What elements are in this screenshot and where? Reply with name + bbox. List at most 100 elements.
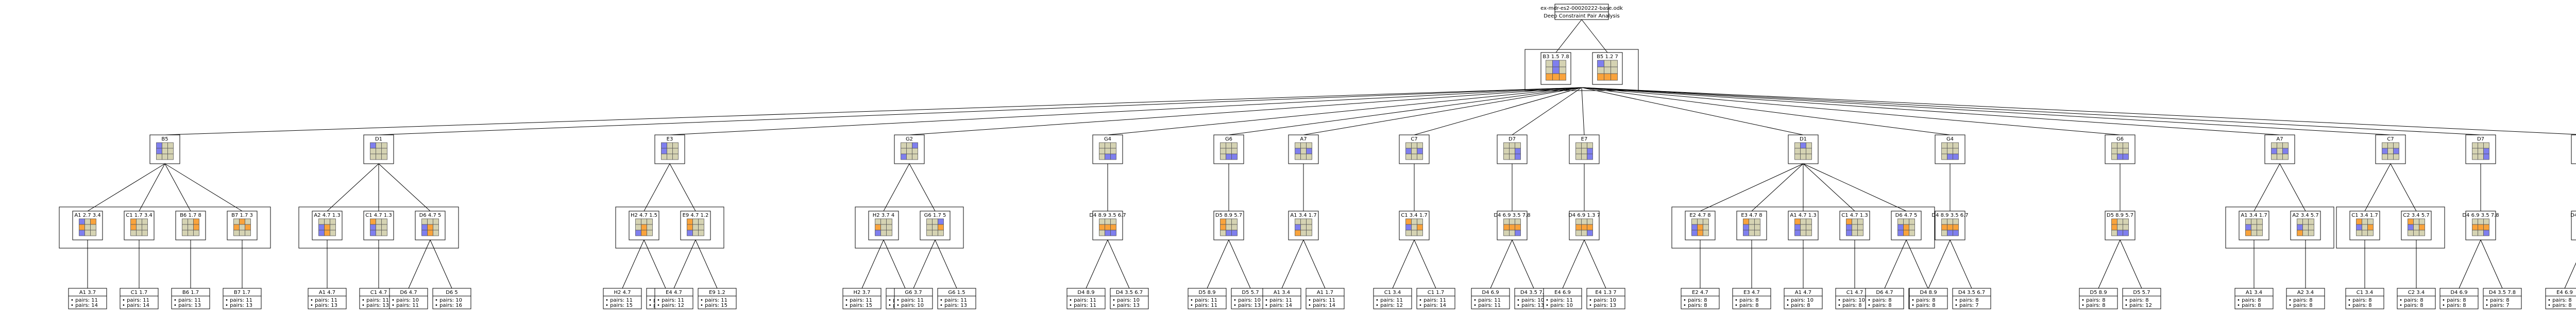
grid-cell bbox=[2111, 148, 2117, 154]
grid-cell bbox=[433, 230, 439, 236]
leaf-node[interactable]: D4 8.9• pairs: 8• pairs: 8 bbox=[1909, 288, 1948, 309]
level2-node[interactable]: H2 3.7 4 bbox=[868, 211, 899, 240]
leaf-node[interactable]: E4 6.9• pairs: 11• pairs: 10 bbox=[1543, 288, 1582, 309]
level1-node-3[interactable]: G2 bbox=[894, 134, 925, 164]
level1-node-7[interactable]: C7 bbox=[1399, 134, 1430, 164]
level2-node[interactable]: D4 8.9 3.5 6.7 bbox=[1089, 211, 1126, 240]
level2-node[interactable]: A1 3.4 1.7 bbox=[1288, 211, 1319, 240]
leaf-node[interactable]: D4 3.5 6.7• pairs: 8• pairs: 7 bbox=[1952, 288, 1991, 309]
level1-node-10[interactable]: D1 bbox=[1788, 134, 1819, 164]
level1-node-12[interactable]: G6 bbox=[2105, 134, 2136, 164]
level1-node-11[interactable]: G4 bbox=[1935, 134, 1965, 164]
grid-cell bbox=[142, 218, 148, 225]
level2-node[interactable]: C1 4.7 1.3 bbox=[1839, 211, 1870, 240]
leaf-node[interactable]: G6 3.7• pairs: 11• pairs: 10 bbox=[894, 288, 933, 309]
level2-node[interactable]: H2 4.7 1.5 bbox=[629, 211, 659, 240]
level2-node[interactable]: D4 6.9 1.3 7 bbox=[2570, 211, 2576, 240]
leaf-node[interactable]: E3 4.7• pairs: 8• pairs: 8 bbox=[1732, 288, 1771, 309]
leaf-node[interactable]: D4 6.9• pairs: 11• pairs: 11 bbox=[1471, 288, 1510, 309]
level1-node-9[interactable]: E7 bbox=[1569, 134, 1600, 164]
leaf-node[interactable]: D5 8.9• pairs: 8• pairs: 8 bbox=[2079, 288, 2118, 309]
top-pair-left[interactable]: B3 1.5 7.8 bbox=[1540, 52, 1571, 85]
level2-node[interactable]: E2 4.7 8 bbox=[1685, 211, 1716, 240]
level1-node-16[interactable]: E7 bbox=[2571, 134, 2576, 164]
level2-node[interactable]: A1 3.4 1.7 bbox=[2239, 211, 2269, 240]
leaf-node[interactable]: A1 3.7• pairs: 11• pairs: 14 bbox=[68, 288, 107, 309]
leaf-node[interactable]: E9 1.2• pairs: 11• pairs: 15 bbox=[698, 288, 737, 309]
level2-node[interactable]: D4 8.9 3.5 6.7 bbox=[1931, 211, 1969, 240]
level1-node-14[interactable]: C7 bbox=[2375, 134, 2406, 164]
level2-node[interactable]: E3 4.7 8 bbox=[1736, 211, 1767, 240]
level2-node[interactable]: A2 4.7 1.3 bbox=[312, 211, 343, 240]
leaf-node[interactable]: E4 1.3 7• pairs: 10• pairs: 13 bbox=[1586, 288, 1625, 309]
leaf-node[interactable]: A2 3.4• pairs: 8• pairs: 8 bbox=[2286, 288, 2325, 309]
leaf-node[interactable]: D6 5• pairs: 10• pairs: 16 bbox=[432, 288, 471, 309]
level2-node[interactable]: C1 3.4 1.7 bbox=[1399, 211, 1430, 240]
level2-node[interactable]: C1 1.7 3.4 bbox=[124, 211, 155, 240]
leaf-node[interactable]: C1 1.7• pairs: 11• pairs: 14 bbox=[120, 288, 159, 309]
leaf-node[interactable]: H2 4.7• pairs: 11• pairs: 15 bbox=[603, 288, 642, 309]
leaf-node[interactable]: D5 8.9• pairs: 11• pairs: 11 bbox=[1188, 288, 1227, 309]
level2-node[interactable]: D4 6.9 3.5 7.8 bbox=[1494, 211, 1531, 240]
leaf-node[interactable]: H2 3.7• pairs: 11• pairs: 15 bbox=[842, 288, 882, 309]
level2-node[interactable]: C1 3.4 1.7 bbox=[2349, 211, 2380, 240]
leaf-node[interactable]: A1 1.7• pairs: 11• pairs: 14 bbox=[1306, 288, 1345, 309]
grid-cell bbox=[2387, 148, 2394, 154]
leaf-node[interactable]: A1 3.4• pairs: 11• pairs: 14 bbox=[1262, 288, 1301, 309]
top-pair-right[interactable]: B5 1.2 7 bbox=[1592, 52, 1623, 85]
leaf-node[interactable]: C1 1.7• pairs: 11• pairs: 14 bbox=[1416, 288, 1455, 309]
level2-node[interactable]: B7 1.7 3 bbox=[227, 211, 258, 240]
leaf-node[interactable]: E2 4.7• pairs: 8• pairs: 8 bbox=[1681, 288, 1720, 309]
level1-node-2[interactable]: E3 bbox=[654, 134, 685, 164]
level1-node-15[interactable]: D7 bbox=[2465, 134, 2496, 164]
level2-node[interactable]: E9 4.7 1.2 bbox=[680, 211, 711, 240]
level2-node[interactable]: A1 4.7 1.3 bbox=[1788, 211, 1819, 240]
level2-node[interactable]: D4 6.9 3.5 7.8 bbox=[2462, 211, 2499, 240]
tree-edge bbox=[673, 239, 696, 289]
level1-node-5[interactable]: G6 bbox=[1213, 134, 1244, 164]
level2-node[interactable]: A1 2.7 3.4 bbox=[72, 211, 103, 240]
level2-node[interactable]: D6 4.7 5 bbox=[1891, 211, 1922, 240]
grid-cell bbox=[647, 224, 653, 231]
leaf-node[interactable]: D4 3.5 6.7• pairs: 10• pairs: 13 bbox=[1110, 288, 1149, 309]
level1-node-1[interactable]: D1 bbox=[363, 134, 394, 164]
leaf-node[interactable]: D6 4.7• pairs: 8• pairs: 8 bbox=[1865, 288, 1904, 309]
leaf-node[interactable]: C1 3.4• pairs: 11• pairs: 12 bbox=[1373, 288, 1412, 309]
leaf-node[interactable]: A1 4.7• pairs: 10• pairs: 8 bbox=[1784, 288, 1823, 309]
grid-cell bbox=[1226, 148, 1232, 154]
level2-node[interactable]: C1 4.7 1.3 bbox=[363, 211, 394, 240]
level2-node[interactable]: D5 8.9 5.7 bbox=[1213, 211, 1244, 240]
leaf-node[interactable]: C1 3.4• pairs: 8• pairs: 8 bbox=[2345, 288, 2384, 309]
leaf-node[interactable]: B7 1.7• pairs: 11• pairs: 13 bbox=[223, 288, 262, 309]
leaf-node[interactable]: D5 5.7• pairs: 8• pairs: 12 bbox=[2122, 288, 2161, 309]
leaf-stat: • pairs: 11 bbox=[310, 298, 337, 303]
leaf-node[interactable]: G6 1.5• pairs: 11• pairs: 13 bbox=[937, 288, 976, 309]
leaf-node[interactable]: C2 3.4• pairs: 8• pairs: 8 bbox=[2397, 288, 2436, 309]
level2-node[interactable]: B6 1.7 8 bbox=[175, 211, 206, 240]
leaf-node[interactable]: D4 6.9• pairs: 8• pairs: 8 bbox=[2439, 288, 2479, 309]
leaf-node[interactable]: A1 4.7• pairs: 11• pairs: 13 bbox=[308, 288, 347, 309]
level2-node[interactable]: D4 6.9 1.3 7 bbox=[1568, 211, 1600, 240]
level2-node[interactable]: D6 4.7 5 bbox=[415, 211, 446, 240]
level1-node-4[interactable]: G4 bbox=[1092, 134, 1123, 164]
level1-node-13[interactable]: A7 bbox=[2264, 134, 2295, 164]
level1-node-0[interactable]: B5 bbox=[149, 134, 180, 164]
level2-node[interactable]: G6 1.7 5 bbox=[920, 211, 951, 240]
level2-node[interactable]: D5 8.9 5.7 bbox=[2105, 211, 2136, 240]
leaf-node-label: D4 6.9 bbox=[1482, 290, 1499, 296]
level2-node[interactable]: C2 3.4 5.7 bbox=[2401, 211, 2432, 240]
leaf-node[interactable]: E4 6.9• pairs: 8• pairs: 8 bbox=[2545, 288, 2576, 309]
grid-cell bbox=[2483, 148, 2489, 154]
leaf-node[interactable]: A1 3.4• pairs: 8• pairs: 8 bbox=[2234, 288, 2274, 309]
child-group bbox=[615, 206, 724, 249]
leaf-node[interactable]: E4 4.7• pairs: 11• pairs: 12 bbox=[654, 288, 693, 309]
level2-node[interactable]: A2 3.4 5.7 bbox=[2290, 211, 2321, 240]
leaf-node[interactable]: D6 4.7• pairs: 10• pairs: 11 bbox=[389, 288, 428, 309]
level1-node-6[interactable]: A7 bbox=[1288, 134, 1319, 164]
leaf-node[interactable]: B6 1.7• pairs: 11• pairs: 13 bbox=[171, 288, 210, 309]
leaf-node[interactable]: D4 8.9• pairs: 11• pairs: 11 bbox=[1066, 288, 1106, 309]
level1-node-8[interactable]: D7 bbox=[1497, 134, 1528, 164]
leaf-node[interactable]: D4 3.5 7.8• pairs: 8• pairs: 7 bbox=[2483, 288, 2522, 309]
grid-cell bbox=[1509, 218, 1515, 225]
